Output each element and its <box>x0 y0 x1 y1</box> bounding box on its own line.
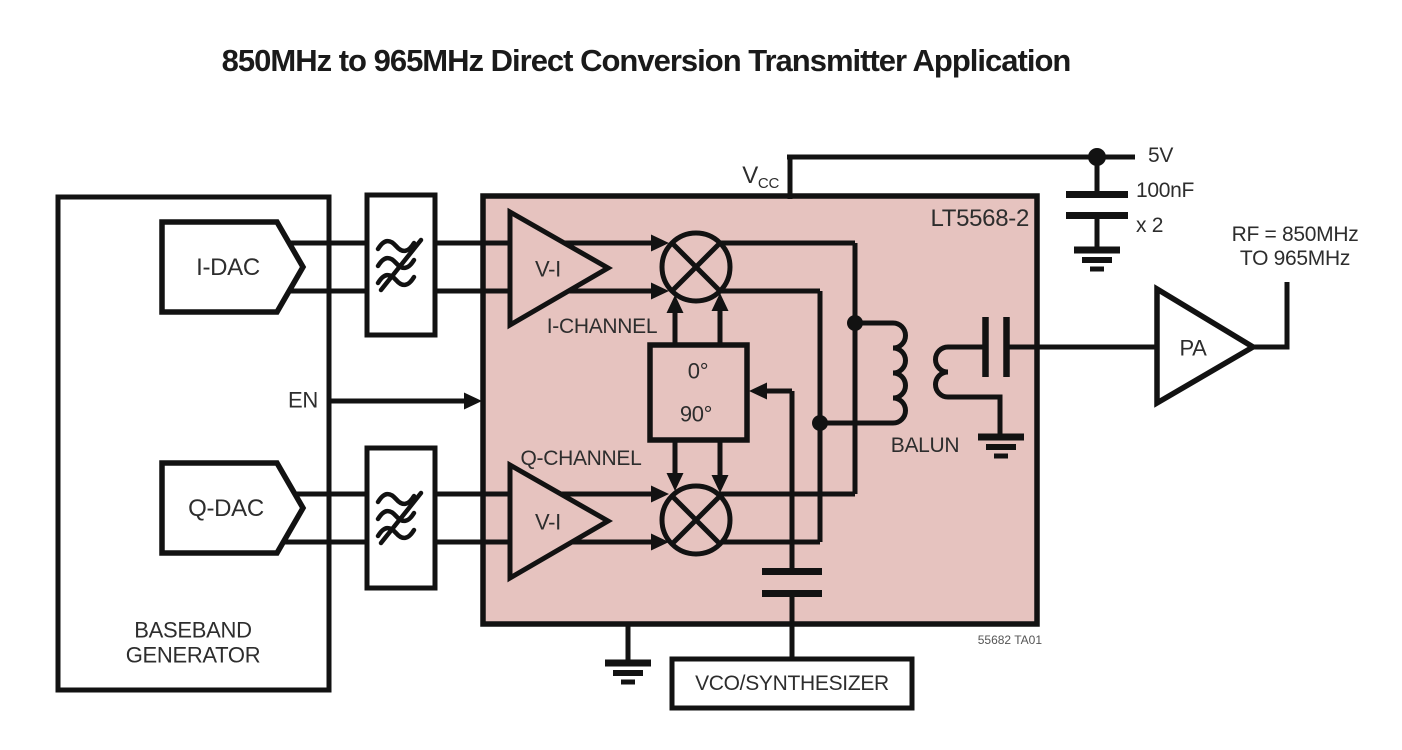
phase-0-label: 0° <box>687 358 709 384</box>
q-mixer-icon <box>659 483 733 557</box>
phase-90-label: 90° <box>679 401 713 427</box>
baseband-generator-label: BASEBAND GENERATOR <box>125 617 261 668</box>
i-dac-block <box>159 219 307 315</box>
en-label: EN <box>288 387 318 413</box>
diagram-title: 850MHz to 965MHz Direct Conversion Trans… <box>221 43 1072 79</box>
i-vi-amplifier-triangle <box>507 207 614 330</box>
balun-label: BALUN <box>890 433 960 457</box>
q-dac-block <box>159 460 307 556</box>
vco-synthesizer-box <box>669 656 915 711</box>
chip-ground-icon <box>605 659 651 685</box>
bypass-capacitor-icon <box>1066 191 1128 219</box>
vco-label: VCO/SYNTHESIZER <box>695 671 889 695</box>
supply-5v-label: 5V <box>1148 143 1174 167</box>
chip-part-number: LT5568-2 <box>930 205 1029 233</box>
i-lowpass-filter-icon <box>375 237 424 293</box>
cap-mult-label: x 2 <box>1136 213 1164 237</box>
q-lowpass-filter-icon <box>375 490 424 546</box>
i-mixer-icon <box>659 230 733 304</box>
junction-dots <box>812 148 1106 431</box>
balun-transformer-icon <box>855 320 985 426</box>
lo-capacitor-icon <box>762 568 822 597</box>
q-dac-label: Q-DAC <box>188 495 264 523</box>
supply-ground-icon <box>1074 246 1120 272</box>
arrowheads <box>464 234 767 551</box>
q-channel-label: Q-CHANNEL <box>520 446 642 470</box>
pa-label: PA <box>1179 335 1207 361</box>
pa-amplifier-triangle <box>1154 284 1259 408</box>
q-vi-amplifier-triangle <box>507 460 614 583</box>
rf-output-capacitor-icon <box>982 317 1010 377</box>
balun-ground-icon <box>978 433 1024 459</box>
cap-value-label: 100nF <box>1136 178 1195 202</box>
i-vi-label: V-I <box>535 256 561 282</box>
vcc-label: VCC <box>742 161 779 192</box>
q-vi-label: V-I <box>535 509 561 535</box>
rf-range-label: RF = 850MHz TO 965MHz <box>1231 222 1359 270</box>
i-channel-label: I-CHANNEL <box>546 314 658 338</box>
i-dac-label: I-DAC <box>196 254 260 282</box>
figure-watermark: 55682 TA01 <box>977 633 1042 648</box>
phase-shifter-box <box>647 342 750 443</box>
